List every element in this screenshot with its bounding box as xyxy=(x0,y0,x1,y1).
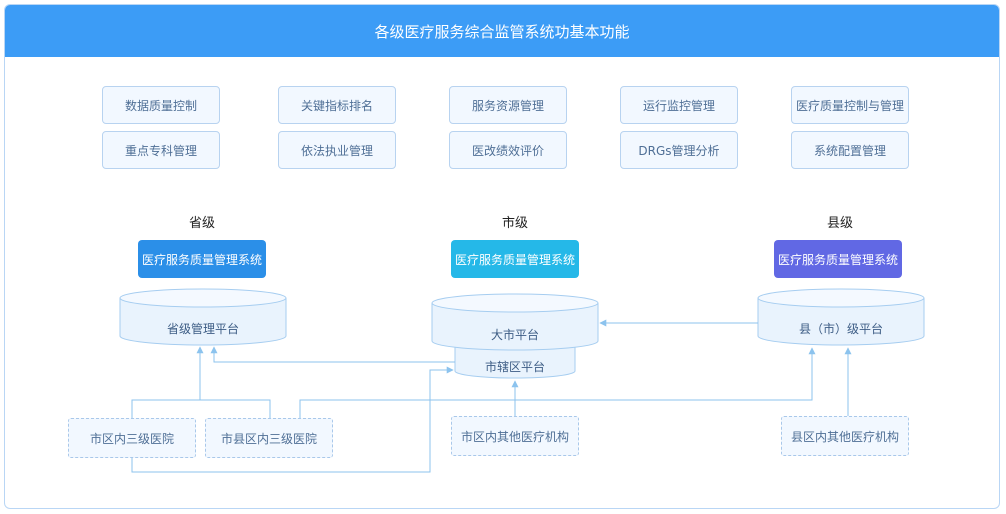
province-level-label: 省级 xyxy=(188,216,215,231)
function-key-specialty[interactable]: 重点专科管理 xyxy=(102,131,220,169)
city-other-institutions: 市区内其他医疗机构 xyxy=(451,416,579,456)
tertiary-to-city-arrow xyxy=(131,366,454,473)
county-level-label: 县级 xyxy=(826,216,853,231)
city-to-province-arrow xyxy=(210,346,455,363)
city-level-label: 市级 xyxy=(501,216,528,231)
city-platform-db xyxy=(431,293,599,351)
function-drgs-analysis[interactable]: DRGs管理分析 xyxy=(620,131,738,169)
province-system-button[interactable]: 医疗服务质量管理系统 xyxy=(138,240,266,278)
function-operation-monitor[interactable]: 运行监控管理 xyxy=(620,86,738,124)
city-tertiary-hospitals: 市区内三级医院 xyxy=(68,418,196,458)
province-platform-label: 省级管理平台 xyxy=(166,322,239,336)
function-reform-performance[interactable]: 医改绩效评价 xyxy=(449,131,567,169)
function-medical-quality-control[interactable]: 医疗质量控制与管理 xyxy=(791,86,909,124)
page-title: 各级医疗服务综合监管系统功基本功能 xyxy=(5,5,999,57)
city-system-button[interactable]: 医疗服务质量管理系统 xyxy=(451,240,579,278)
tertiary-to-county-arrow xyxy=(299,347,816,418)
county-other-institutions: 县区内其他医疗机构 xyxy=(781,416,909,456)
function-legal-practice[interactable]: 依法执业管理 xyxy=(278,131,396,169)
city-sub-platform-db xyxy=(454,344,576,379)
city-platform-label: 大市平台 xyxy=(490,328,539,342)
function-data-quality[interactable]: 数据质量控制 xyxy=(102,86,220,124)
county-system-button[interactable]: 医疗服务质量管理系统 xyxy=(774,240,902,278)
county-platform-label: 县（市）级平台 xyxy=(798,322,883,336)
function-service-resource[interactable]: 服务资源管理 xyxy=(449,86,567,124)
county-platform-db xyxy=(757,288,925,346)
province-platform-db xyxy=(119,288,287,346)
function-system-config[interactable]: 系统配置管理 xyxy=(791,131,909,169)
function-key-indicator-ranking[interactable]: 关键指标排名 xyxy=(278,86,396,124)
city-sub-platform-label: 市辖区平台 xyxy=(484,360,545,374)
county-tertiary-hospitals: 市县区内三级医院 xyxy=(205,418,333,458)
